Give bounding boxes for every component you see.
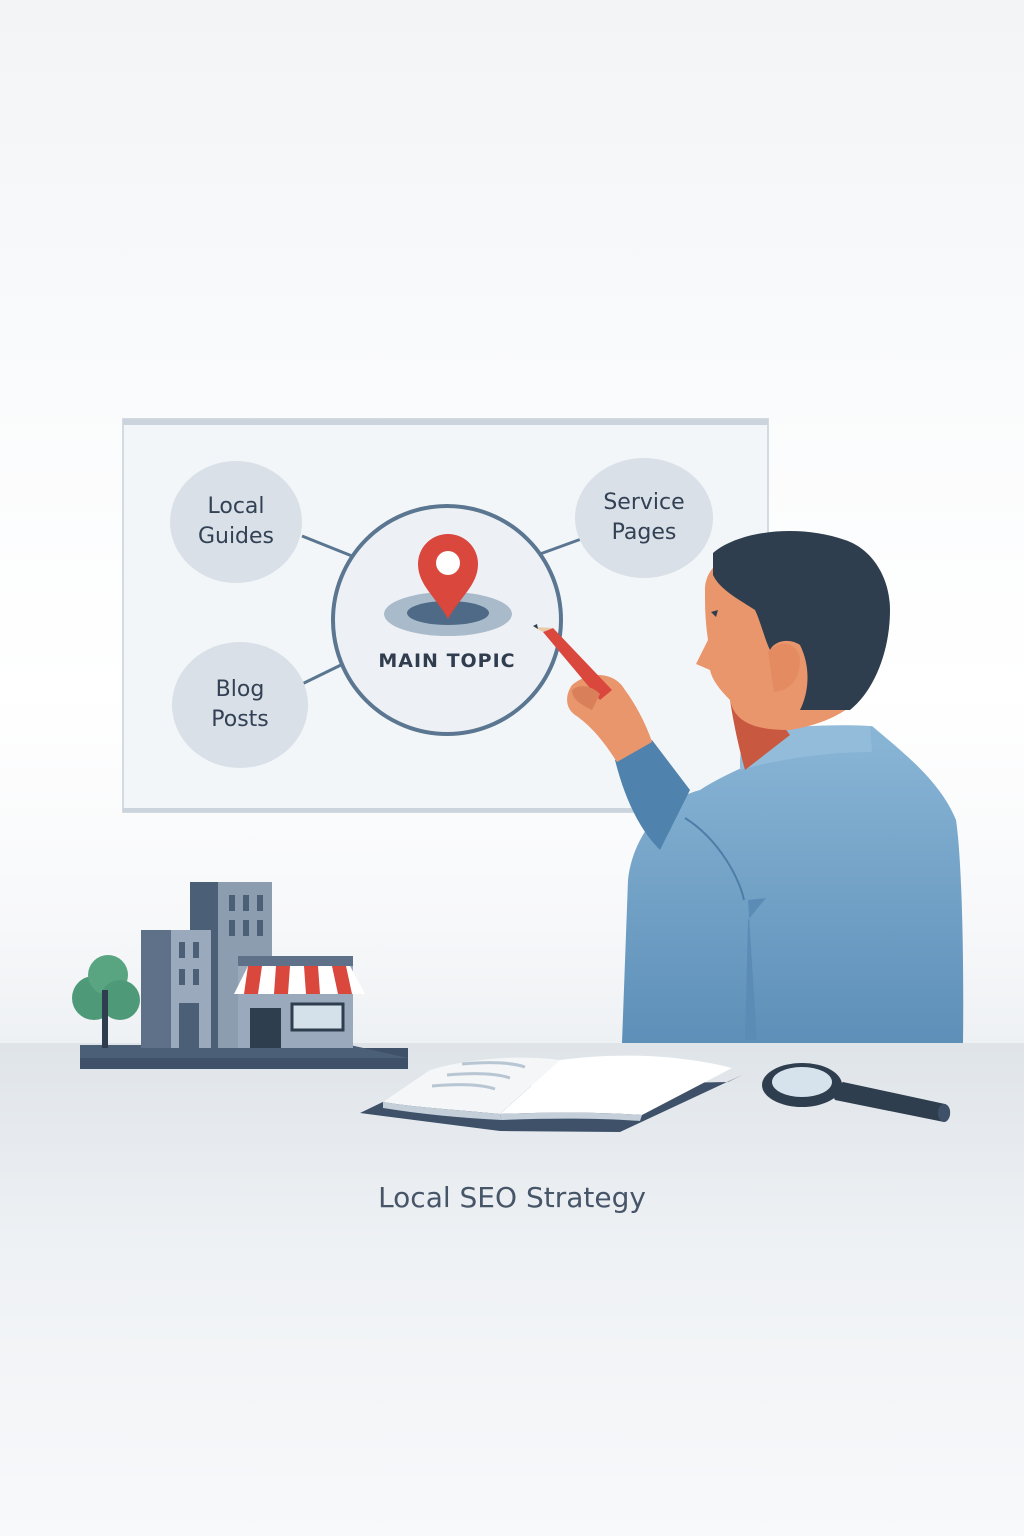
node-label-line: Guides — [197, 524, 275, 549]
node-service-pages-label: Service Pages — [575, 488, 713, 548]
caption: Local SEO Strategy — [378, 1181, 646, 1214]
node-label-line: Pages — [611, 520, 677, 545]
magnifying-glass-icon — [762, 1063, 951, 1122]
pencil-icon — [533, 624, 612, 700]
miniature-town-icon — [72, 882, 408, 1069]
open-book-icon — [360, 1055, 742, 1132]
node-label-line: Service — [603, 490, 685, 515]
map-pin-icon — [418, 534, 478, 619]
person — [533, 531, 964, 1043]
node-label-line: Blog — [215, 677, 265, 702]
awning — [234, 966, 365, 994]
node-label-line: Posts — [211, 707, 269, 732]
node-local-guides — [170, 461, 302, 583]
node-local-guides-label: Local Guides — [170, 492, 302, 552]
node-service-pages — [575, 458, 713, 578]
node-blog-posts-label: Blog Posts — [172, 675, 308, 735]
connector-lines — [301, 534, 585, 686]
node-blog-posts — [172, 642, 308, 768]
node-label-line: Local — [207, 494, 265, 519]
main-topic-label: MAIN TOPIC — [378, 650, 516, 672]
